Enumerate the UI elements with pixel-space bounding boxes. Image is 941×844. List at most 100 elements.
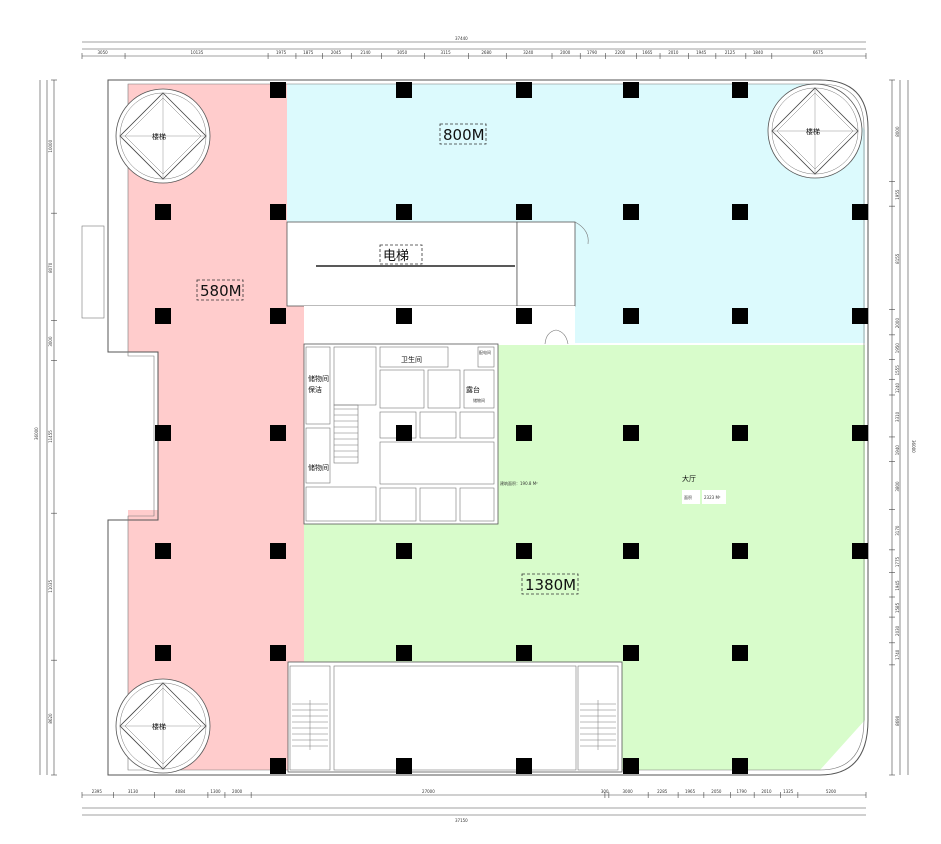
dimension-label: 6675 <box>813 50 824 55</box>
dim-bottom-total: 37150 <box>455 818 468 823</box>
column <box>732 425 748 441</box>
column <box>270 82 286 98</box>
service-stairs <box>334 408 358 458</box>
hall-area-tag <box>682 490 700 504</box>
column <box>270 308 286 324</box>
dimension-label: 11035 <box>48 580 53 593</box>
column <box>852 425 868 441</box>
dimension-label: 8155 <box>895 253 900 264</box>
core-label-b: 保洁 <box>308 385 322 394</box>
zone-top-right-fill <box>287 84 865 343</box>
dimension-label: 8070 <box>48 262 53 273</box>
dimension-label: 300 <box>601 789 609 794</box>
dimension-label: 1940 <box>895 445 900 456</box>
column <box>623 82 639 98</box>
column <box>155 425 171 441</box>
dimension-label: 2680 <box>481 50 492 55</box>
column <box>516 543 532 559</box>
core-label-d: 露台 <box>466 385 480 394</box>
dimension-label: 3800 <box>895 481 900 492</box>
dimension-label: 1325 <box>783 789 794 794</box>
column <box>732 82 748 98</box>
zone-top-right-label-frame <box>439 123 487 145</box>
column <box>516 758 532 774</box>
dimension-label: 2395 <box>92 789 103 794</box>
dimension-right: 36000 8000195581552000195015551240331019… <box>889 79 916 776</box>
column <box>396 645 412 661</box>
dimension-label: 8690 <box>895 715 900 726</box>
column <box>396 308 412 324</box>
stair-right-box <box>577 665 619 771</box>
column <box>270 425 286 441</box>
dimension-label: 4084 <box>175 789 186 794</box>
column <box>155 543 171 559</box>
dimension-label: 3170 <box>895 525 900 536</box>
column <box>623 543 639 559</box>
dimension-label: 1875 <box>303 50 314 55</box>
zone-bottom-right-label-frame <box>521 573 579 595</box>
column <box>155 645 171 661</box>
service-rooms <box>305 346 495 522</box>
corner-stair-tl-label: 楼梯 <box>152 132 166 141</box>
dimension-label: 8000 <box>895 126 900 137</box>
dimension-label: 2125 <box>725 50 736 55</box>
dimension-label: 1240 <box>895 383 900 394</box>
dimension-label: 2200 <box>615 50 626 55</box>
hall-area-value-tag <box>702 490 726 504</box>
corner-stair-top-left: 楼梯 <box>115 88 211 184</box>
column <box>396 543 412 559</box>
hall-label: 大厅 <box>682 474 696 483</box>
dimension-label: 2045 <box>331 50 342 55</box>
dimension-label: 3310 <box>895 411 900 422</box>
dimension-label: 27000 <box>422 789 435 794</box>
hall-area-value: 2323 M² <box>704 495 721 500</box>
dim-left-total: 36000 <box>34 427 39 440</box>
column <box>732 645 748 661</box>
core-note: 建筑面积：190.8 M² <box>500 480 538 486</box>
core-label-a: 储物间 <box>308 374 329 383</box>
dimension-label: 8620 <box>48 713 53 724</box>
zone-top-right-label: 800M <box>443 126 485 144</box>
dimension-label: 2140 <box>360 50 371 55</box>
column <box>732 758 748 774</box>
dimension-label: 1955 <box>895 189 900 200</box>
column <box>270 543 286 559</box>
door-swing-1 <box>574 221 589 245</box>
dimension-label: 1945 <box>895 580 900 591</box>
column <box>852 543 868 559</box>
corner-stair-tr-label: 楼梯 <box>806 127 820 136</box>
structural-columns <box>155 82 868 774</box>
column <box>516 82 532 98</box>
zone-left-label-frame <box>196 279 244 301</box>
dimension-label: 2010 <box>761 789 772 794</box>
dimension-label: 1300 <box>210 789 221 794</box>
zone-bottom-right-label: 1380M <box>525 576 576 594</box>
dimension-label: 2000 <box>560 50 571 55</box>
elevator-label: 电梯 <box>383 249 409 264</box>
lobby-box <box>304 306 575 344</box>
dimension-label: 2050 <box>711 789 722 794</box>
door-swing-2 <box>544 329 569 345</box>
dimension-label: 3115 <box>440 50 451 55</box>
dimension-label: 3000 <box>48 336 53 347</box>
dimension-label: 1585 <box>895 602 900 613</box>
dimension-label: 2285 <box>657 789 668 794</box>
corner-stair-bl-label: 楼梯 <box>152 722 166 731</box>
column <box>270 645 286 661</box>
dimension-label: 10000 <box>48 139 53 152</box>
dimension-label: 5200 <box>826 789 837 794</box>
column <box>396 82 412 98</box>
column <box>396 758 412 774</box>
bottom-hall <box>333 665 577 771</box>
dimension-label: 10135 <box>191 50 204 55</box>
core-label-e: 储物间 <box>473 397 485 403</box>
dimension-label: 1555 <box>895 365 900 376</box>
column <box>732 204 748 220</box>
zone-left-fill <box>128 84 304 770</box>
column <box>270 758 286 774</box>
dimension-label: 1840 <box>753 50 764 55</box>
dimension-label: 1975 <box>276 50 287 55</box>
